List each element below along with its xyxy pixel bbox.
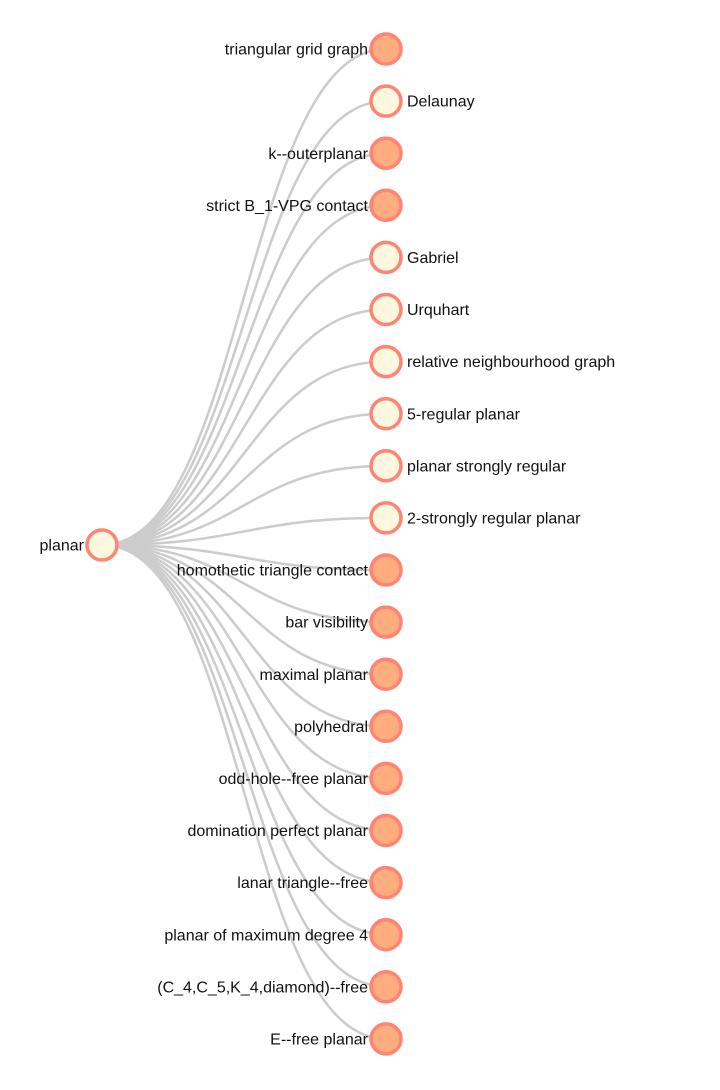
node-label: planar of maximum degree 4 [164, 927, 368, 944]
node-relative-neighbourhood-graph[interactable]: relative neighbourhood graph [369, 344, 615, 379]
link-planar-to-maximal-planar [101, 543, 387, 676]
node-circle[interactable] [369, 136, 403, 170]
node-label: lanar triangle--free [237, 875, 368, 892]
node-k-outerplanar[interactable]: k--outerplanar [268, 136, 403, 170]
link-planar-to-planar-strongly-regular [101, 464, 387, 547]
link-planar-to-gabriel [101, 256, 387, 547]
node-circle[interactable] [369, 396, 403, 431]
node-label: 2-strongly regular planar [407, 511, 581, 528]
node-lanar-triangle-free[interactable]: lanar triangle--free [237, 865, 403, 900]
node-2-strongly-regular-planar[interactable]: 2-strongly regular planar [369, 501, 581, 535]
node-circle[interactable] [369, 188, 403, 223]
link-planar-to-bar-visibility [101, 543, 387, 624]
node-polyhedral[interactable]: polyhedral [294, 709, 403, 744]
node-circle[interactable] [369, 449, 403, 483]
node-label: relative neighbourhood graph [407, 354, 615, 371]
link-planar-to-planar-of-maximum-degree-4 [101, 543, 387, 936]
node-label: strict B_1-VPG contact [206, 198, 368, 215]
node-bar-visibility[interactable]: bar visibility [285, 605, 403, 639]
link-planar-to-urquhart [101, 308, 387, 547]
node-circle[interactable] [369, 865, 403, 900]
node-circle[interactable] [369, 970, 403, 1004]
node-label: k--outerplanar [268, 146, 368, 163]
node-circle[interactable] [369, 501, 403, 535]
node-planar-of-maximum-degree-4[interactable]: planar of maximum degree 4 [164, 917, 403, 952]
node-label: Delaunay [407, 94, 475, 111]
node-circle[interactable] [369, 917, 403, 952]
node-label: planar [40, 538, 85, 555]
link-planar-to-e-free-planar [101, 543, 387, 1041]
node-label: triangular grid graph [225, 42, 368, 59]
link-planar-to-k-outerplanar [101, 151, 387, 547]
node-circle[interactable] [369, 553, 403, 587]
node-label: maximal planar [260, 667, 369, 684]
node-circle[interactable] [369, 240, 403, 275]
node-domination-perfect-planar[interactable]: domination perfect planar [187, 813, 403, 848]
node-label: bar visibility [285, 615, 368, 632]
node-label: Gabriel [407, 250, 459, 267]
link-planar-to-5-regular-planar [101, 412, 387, 547]
link-planar-to-lanar-triangle-free [101, 543, 387, 884]
link-planar-to-strict-b-1-vpg-contact [101, 204, 387, 547]
node-label: domination perfect planar [187, 823, 368, 840]
link-planar-to-triangular-grid-graph [101, 47, 387, 547]
link-planar-to-odd-hole-free-planar [101, 543, 387, 780]
node-5-regular-planar[interactable]: 5-regular planar [369, 396, 521, 431]
node-maximal-planar[interactable]: maximal planar [260, 657, 403, 691]
node-circle[interactable] [369, 761, 403, 796]
node-label: polyhedral [294, 719, 368, 736]
node-circle[interactable] [369, 1022, 403, 1056]
node-circle[interactable] [369, 605, 403, 639]
node-circle[interactable] [369, 292, 403, 327]
link-planar-to-c-4-c-5-k-4-diamond-free [101, 543, 387, 989]
node-c-4-c-5-k-4-diamond-free[interactable]: (C_4,C_5,K_4,diamond)--free [157, 970, 403, 1004]
node-circle[interactable] [369, 709, 403, 744]
node-circle[interactable] [369, 84, 403, 118]
node-label: (C_4,C_5,K_4,diamond)--free [157, 979, 368, 996]
node-circle[interactable] [369, 344, 403, 379]
link-planar-to-relative-neighbourhood-graph [101, 360, 387, 547]
node-label: planar strongly regular [407, 458, 567, 475]
node-label: E--free planar [270, 1032, 368, 1049]
node-label: odd-hole--free planar [219, 771, 369, 788]
node-label: 5-regular planar [407, 406, 521, 423]
link-planar-to-domination-perfect-planar [101, 543, 387, 832]
link-planar-to-polyhedral [101, 543, 387, 728]
node-planar-strongly-regular[interactable]: planar strongly regular [369, 449, 567, 483]
node-delaunay[interactable]: Delaunay [369, 84, 475, 118]
root-node-planar[interactable]: planar [40, 528, 119, 562]
link-planar-to-homothetic-triangle-contact [101, 543, 387, 572]
tree-links [101, 47, 387, 1041]
node-odd-hole-free-planar[interactable]: odd-hole--free planar [219, 761, 403, 796]
node-label: homothetic triangle contact [177, 563, 369, 580]
node-gabriel[interactable]: Gabriel [369, 240, 459, 275]
node-homothetic-triangle-contact[interactable]: homothetic triangle contact [177, 553, 403, 587]
link-planar-to-delaunay [101, 99, 387, 547]
node-label: Urquhart [407, 302, 470, 319]
node-circle[interactable] [369, 657, 403, 691]
node-urquhart[interactable]: Urquhart [369, 292, 470, 327]
node-strict-b-1-vpg-contact[interactable]: strict B_1-VPG contact [206, 188, 403, 223]
node-circle[interactable] [369, 813, 403, 848]
node-e-free-planar[interactable]: E--free planar [270, 1022, 403, 1056]
node-circle[interactable] [369, 32, 403, 66]
node-triangular-grid-graph[interactable]: triangular grid graph [225, 32, 403, 66]
node-circle[interactable] [85, 528, 119, 562]
link-planar-to-2-strongly-regular-planar [101, 516, 387, 547]
